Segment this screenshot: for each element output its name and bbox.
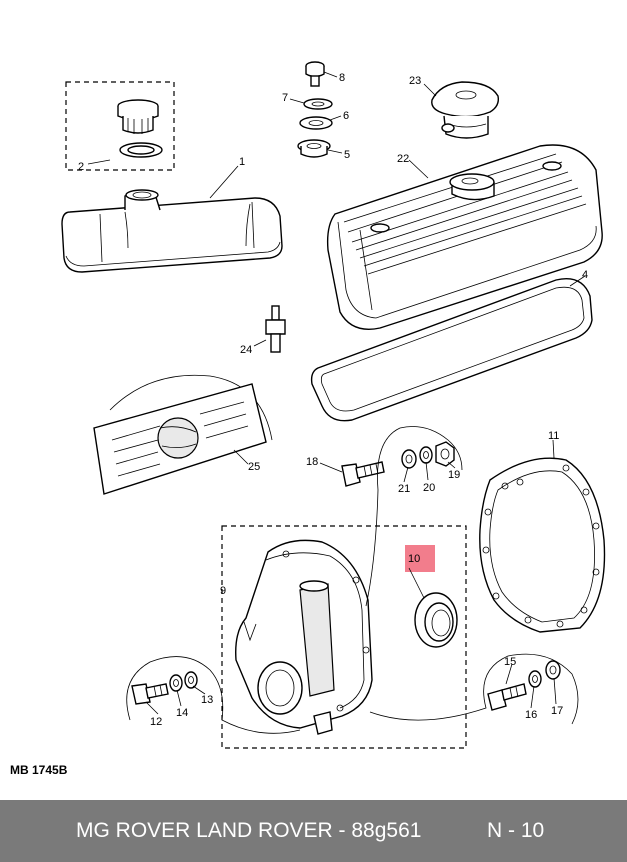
callout-label: 21 (398, 483, 410, 495)
callout-label: 19 (448, 469, 460, 481)
washer-part-20 (419, 446, 433, 464)
part-9-group-box (221, 525, 467, 749)
callout-label: 13 (201, 694, 213, 706)
oil-seal-part-10 (414, 592, 458, 648)
nut-part-19 (435, 441, 455, 467)
washer-part-14 (169, 674, 183, 692)
footer-title: MG ROVER LAND ROVER - 88g561 (76, 819, 422, 842)
callout-label: 20 (423, 482, 435, 494)
callout-label: 6 (343, 110, 349, 122)
callout-label: 5 (344, 149, 350, 161)
footer-bar: MG ROVER LAND ROVER - 88g561 N - 10 (0, 800, 627, 862)
plate-part-25 (93, 374, 273, 495)
callout-label: 12 (150, 716, 162, 728)
callout-label: 9 (220, 585, 226, 597)
callout-label: 2 (78, 161, 84, 173)
footer-page-label: N - 10 (487, 819, 545, 842)
washer-part-13 (184, 671, 198, 689)
stud-part-24 (265, 305, 286, 353)
leader-lines (87, 71, 586, 715)
callout-labels: 1 2 4 5 6 7 8 9 10 11 12 13 14 15 16 17 … (78, 72, 588, 728)
filler-cap-part-2 (117, 99, 163, 158)
bolt-part-12 (131, 683, 169, 705)
parts-diagram: 1 2 4 5 6 7 8 9 10 11 12 13 14 15 16 17 … (61, 61, 606, 749)
callout-label: 22 (397, 153, 409, 165)
callout-label: 14 (176, 707, 188, 719)
callout-label: 10 (408, 553, 420, 565)
washer-part-17 (545, 660, 561, 680)
gasket-part-11 (479, 457, 606, 633)
washer-part-16 (528, 670, 542, 688)
grommet-part-5 (297, 139, 331, 158)
zoom-callout-right (369, 653, 579, 725)
callout-label: 8 (339, 72, 345, 84)
callout-label: 11 (548, 430, 559, 442)
washer-part-21 (401, 449, 417, 469)
callout-label: 16 (525, 709, 537, 721)
callout-label: 25 (248, 461, 260, 473)
callout-label: 7 (282, 92, 288, 104)
timing-cover-part-9 (235, 539, 373, 735)
part-2-group-box (65, 81, 175, 171)
callout-label: 17 (551, 705, 563, 717)
gasket-part-4 (310, 278, 593, 422)
bolt-part-15 (487, 683, 527, 711)
callout-label: 1 (239, 156, 245, 168)
callout-label: 23 (409, 75, 421, 87)
diagram-code: MB 1745B (10, 763, 68, 777)
bolt-part-18 (341, 461, 385, 487)
callout-label: 18 (306, 456, 318, 468)
rocker-cover-part-1 (61, 189, 283, 273)
zoom-callout-left (126, 656, 301, 734)
washer-part-7 (303, 98, 333, 110)
callout-label: 4 (582, 269, 588, 281)
callout-label: 15 (504, 656, 516, 668)
bolt-part-8 (305, 61, 325, 87)
callout-label: 24 (240, 344, 252, 356)
rocker-cover-part-22 (326, 144, 603, 330)
washer-part-6 (299, 116, 333, 130)
filler-cap-part-23 (431, 81, 500, 139)
highlight-box-part-10 (405, 545, 435, 572)
